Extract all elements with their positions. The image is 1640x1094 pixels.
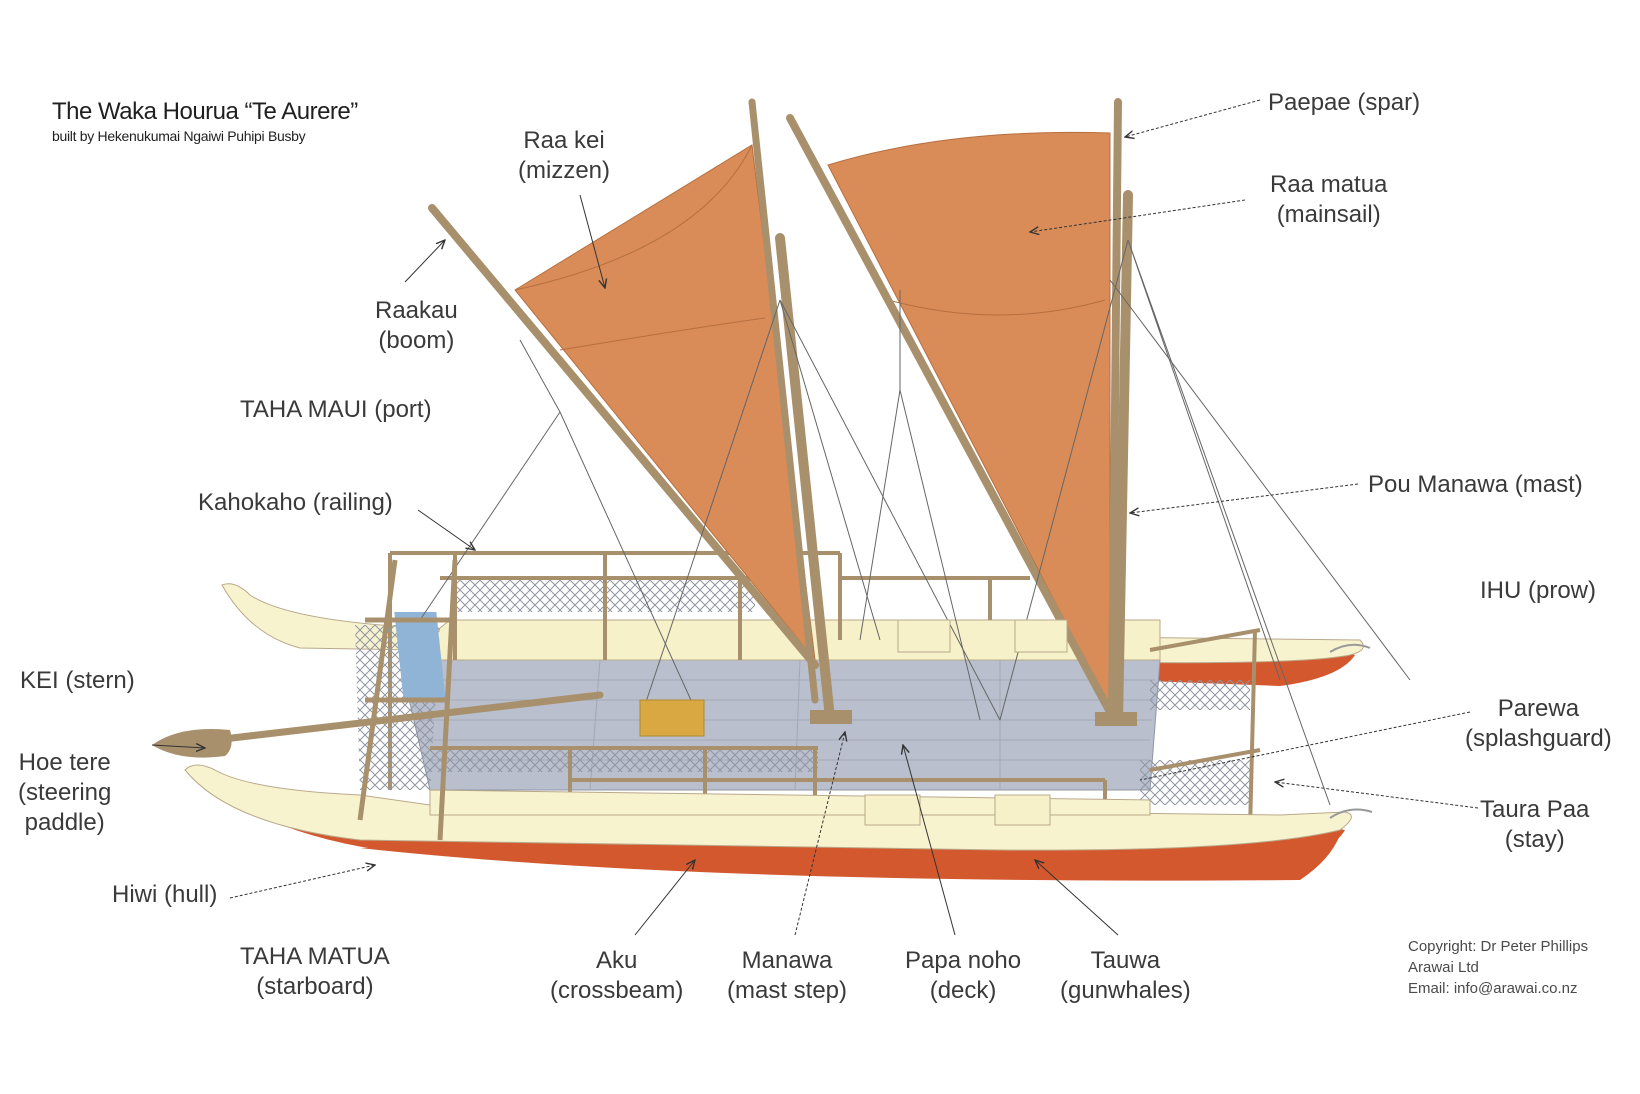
email-line: Email: info@arawai.co.nz bbox=[1408, 980, 1578, 997]
label-taha-matua: TAHA MATUA(starboard) bbox=[240, 943, 390, 1000]
steering-paddle bbox=[152, 691, 604, 758]
label-kahokaho: Kahokaho (railing) bbox=[198, 489, 393, 516]
stern-posts bbox=[357, 559, 458, 841]
main-sail bbox=[827, 131, 1111, 709]
label-raakau: Raakau(boom) bbox=[375, 297, 458, 354]
starboard-hull bbox=[184, 764, 1373, 881]
label-kei: KEI (stern) bbox=[20, 667, 135, 694]
spars bbox=[428, 98, 1122, 716]
rigging bbox=[419, 239, 1411, 806]
label-taha-maui: TAHA MAUI (port) bbox=[240, 396, 432, 423]
label-parewa: Parewa(splashguard) bbox=[1465, 695, 1612, 752]
label-hiwi: Hiwi (hull) bbox=[112, 881, 218, 908]
label-ihu: IHU (prow) bbox=[1480, 577, 1597, 604]
label-tauwa: Tauwa(gunwhales) bbox=[1060, 947, 1191, 1004]
label-taura-paa: Taura Paa(stay) bbox=[1480, 796, 1590, 853]
label-pou-manawa: Pou Manawa (mast) bbox=[1368, 471, 1583, 498]
leader-lines bbox=[151, 99, 1479, 936]
diagram-subtitle: built by Hekenukumai Ngaiwi Puhipi Busby bbox=[52, 128, 306, 144]
label-manawa: Manawa(mast step) bbox=[727, 947, 848, 1004]
label-raa-matua: Raa matua(mainsail) bbox=[1270, 171, 1388, 228]
diagram-title: The Waka Hourua “Te Aurere” bbox=[52, 98, 358, 125]
deck-items bbox=[639, 619, 1068, 737]
copyright-line: Copyright: Dr Peter Phillips bbox=[1408, 938, 1589, 955]
masts bbox=[775, 190, 1137, 726]
copyright-block: Copyright: Dr Peter Phillips Arawai Ltd … bbox=[1408, 936, 1588, 999]
label-aku: Aku(crossbeam) bbox=[550, 947, 684, 1004]
front-railing bbox=[430, 628, 1261, 845]
label-raa-kei: Raa kei(mizzen) bbox=[518, 127, 611, 184]
label-paepae: Paepae (spar) bbox=[1268, 89, 1421, 116]
stern-net bbox=[355, 612, 446, 790]
company-line: Arawai Ltd bbox=[1408, 959, 1479, 976]
label-papa-noho: Papa noho(deck) bbox=[905, 947, 1022, 1004]
